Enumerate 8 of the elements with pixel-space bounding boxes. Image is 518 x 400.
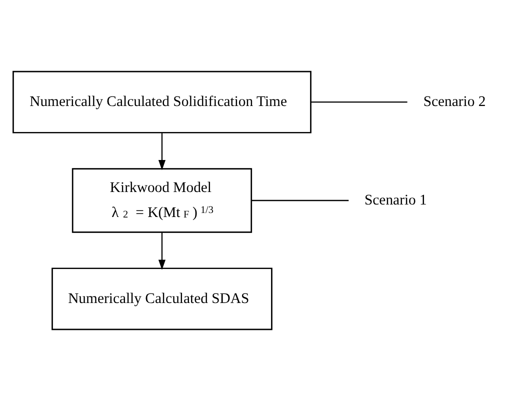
node-text: Scenario 2 <box>423 93 486 110</box>
arrow <box>158 132 166 170</box>
connector <box>310 101 408 102</box>
node-text: Scenario 1 <box>364 192 427 208</box>
connector <box>252 199 349 201</box>
node-box: Numerically Calculated SDAS <box>52 267 272 330</box>
arrow <box>158 232 166 270</box>
node-box: Numerically Calculated Solidification Time <box>12 70 312 133</box>
